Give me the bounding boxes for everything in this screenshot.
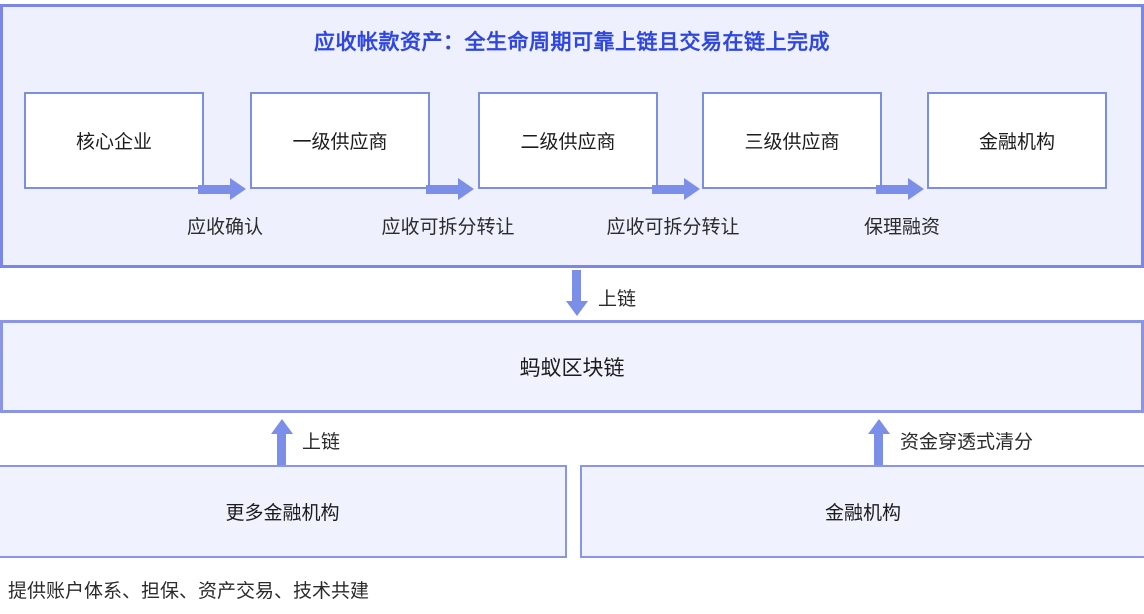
actor-box-tier3-supplier[interactable]: 三级供应商 (702, 92, 882, 189)
actor-label: 二级供应商 (520, 132, 616, 153)
settlement-arrow-label-right: 资金穿透式清分 (900, 432, 1034, 453)
arrow-head (566, 301, 588, 316)
institution-label: 更多金融机构 (225, 503, 340, 524)
onchain-arrow-up-icon-left (271, 419, 293, 465)
actor-box-tier2-supplier[interactable]: 二级供应商 (478, 92, 658, 189)
actor-label: 金融机构 (978, 132, 1055, 153)
actor-label: 核心企业 (75, 132, 152, 153)
arrow-head (271, 419, 293, 434)
actor-label: 一级供应商 (292, 132, 388, 153)
arrow-head (230, 178, 246, 200)
blockchain-label: 蚂蚁区块链 (519, 356, 625, 380)
arrow-shaft (198, 185, 232, 194)
flow-arrow-right-icon-2 (426, 178, 474, 200)
arrow-shaft (277, 431, 286, 465)
institution-box-financial-institution[interactable]: 金融机构 (580, 465, 1144, 558)
institution-box-more-financial-institutions[interactable]: 更多金融机构 (0, 465, 567, 558)
onchain-arrow-down-icon (566, 270, 588, 316)
arrow-shaft (874, 431, 883, 465)
flow-label-splittable-transfer-1: 应收可拆分转让 (381, 217, 515, 238)
arrow-head (868, 419, 890, 434)
receivables-panel-left-edge (0, 4, 3, 268)
blockchain-bar[interactable]: 蚂蚁区块链 (0, 320, 1144, 413)
actor-box-financial-institution[interactable]: 金融机构 (927, 92, 1107, 189)
panel-title: 应收帐款资产：全生命周期可靠上链且交易在链上完成 (314, 31, 830, 54)
arrow-head (458, 178, 474, 200)
arrow-head (684, 178, 700, 200)
onchain-arrow-label-left: 上链 (302, 432, 341, 453)
onchain-arrow-label: 上链 (598, 289, 637, 310)
settlement-arrow-up-icon-right (868, 419, 890, 465)
footer-note: 提供账户体系、担保、资产交易、技术共建 (8, 581, 370, 602)
receivables-panel-right-edge (1141, 4, 1144, 268)
actor-box-core-enterprise[interactable]: 核心企业 (24, 92, 204, 189)
flow-label-receivable-confirmation: 应收确认 (186, 217, 263, 238)
flow-arrow-right-icon-3 (652, 178, 700, 200)
actor-label: 三级供应商 (744, 132, 840, 153)
arrow-shaft (652, 185, 686, 194)
arrow-shaft (876, 185, 910, 194)
flow-label-splittable-transfer-2: 应收可拆分转让 (606, 217, 740, 238)
flow-label-factoring-finance: 保理融资 (863, 217, 940, 238)
blockchain-bar-right-edge (1141, 320, 1144, 413)
arrow-shaft (572, 270, 581, 304)
arrow-shaft (426, 185, 460, 194)
blockchain-bar-left-edge (0, 320, 3, 413)
flow-arrow-right-icon-1 (198, 178, 246, 200)
arrow-head (908, 178, 924, 200)
institution-label: 金融机构 (824, 503, 901, 524)
flow-arrow-right-icon-4 (876, 178, 924, 200)
actor-box-tier1-supplier[interactable]: 一级供应商 (250, 92, 430, 189)
